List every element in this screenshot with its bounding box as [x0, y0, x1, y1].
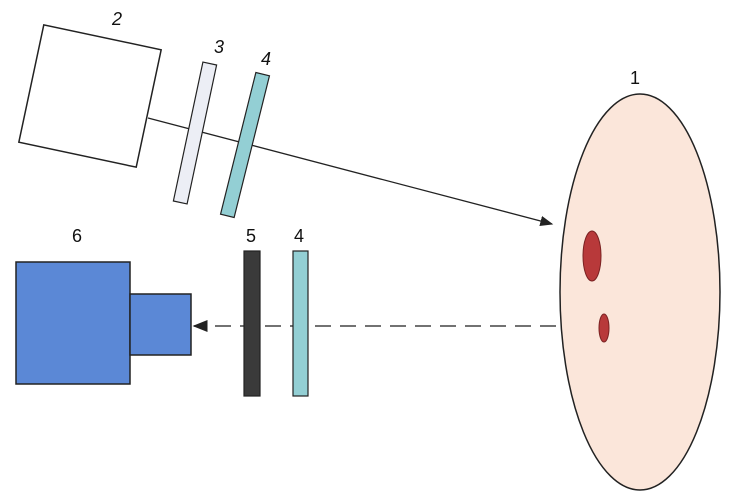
label-filter-4-top: 4: [261, 49, 271, 69]
label-source: 2: [111, 9, 122, 29]
camera-lens: [129, 293, 192, 356]
target-spot-small: [598, 313, 610, 343]
camera-group: [15, 261, 192, 385]
label-camera: 6: [72, 226, 82, 246]
filter-4-bottom: [292, 250, 309, 397]
label-filter-5: 5: [246, 226, 256, 246]
filter-4-top: [219, 71, 271, 219]
target-spot-large: [582, 230, 602, 282]
plate-3: [172, 61, 218, 205]
source-box: [17, 23, 163, 169]
target-ellipse: [559, 93, 721, 491]
target-ellipse-group: [559, 93, 721, 491]
label-target: 1: [630, 68, 640, 88]
filter-5: [243, 250, 261, 397]
incident-beam: [147, 117, 554, 227]
label-filter-4-bottom: 4: [294, 226, 304, 246]
label-plate-3: 3: [214, 37, 224, 57]
camera-body: [15, 261, 131, 385]
